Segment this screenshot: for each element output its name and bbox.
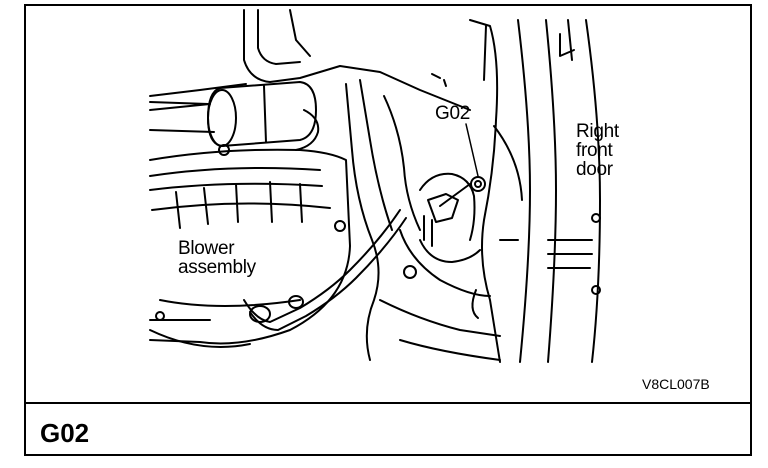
blower-assembly-label-line-1: Blower	[178, 238, 235, 259]
g02-callout-label: G02	[435, 103, 471, 124]
right-front-door	[517, 19, 601, 363]
g02-leader-line	[465, 123, 479, 177]
blower-motor	[149, 81, 320, 156]
caption-divider	[24, 402, 752, 404]
blower-assembly-label: Blower assembly	[178, 239, 288, 277]
upper-duct	[149, 9, 471, 111]
blower-housing	[149, 148, 351, 348]
harness-hose	[243, 209, 407, 331]
right-front-door-label-line-3: door	[576, 159, 613, 180]
section-title: G02	[40, 418, 90, 448]
figure-frame	[24, 4, 752, 456]
right-front-door-label-line-1: Right	[576, 121, 619, 142]
body-panel	[345, 73, 501, 361]
ground-point-g02	[419, 172, 486, 263]
figure-reference-code: V8CL007B	[642, 376, 710, 392]
right-front-door-label-line-2: front	[576, 140, 613, 161]
right-front-door-label: Right front door	[576, 122, 636, 179]
engine-bay-illustration	[149, 9, 601, 363]
blower-assembly-label-line-2: assembly	[178, 257, 256, 278]
door-pillar	[469, 19, 523, 363]
